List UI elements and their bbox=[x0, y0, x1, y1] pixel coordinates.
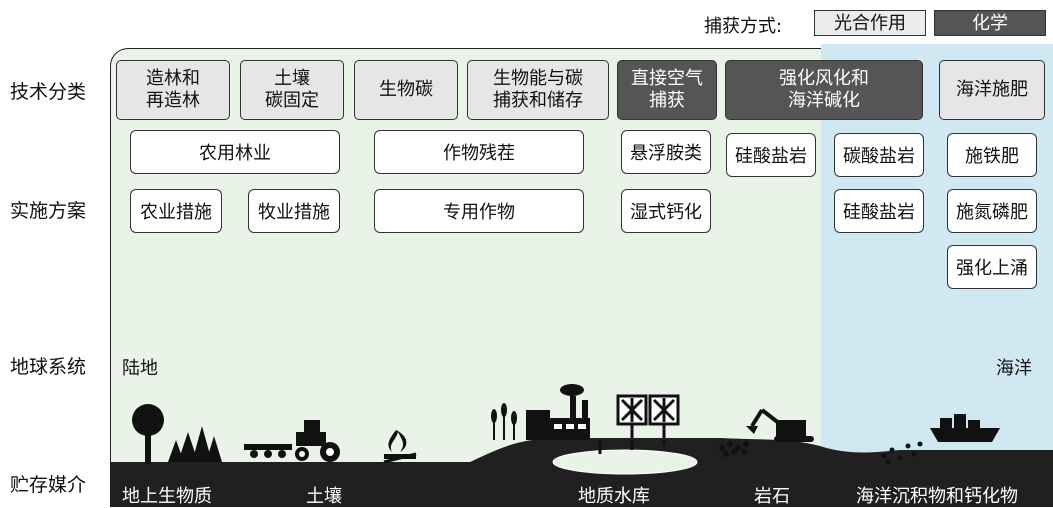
ship-icon bbox=[930, 414, 1000, 442]
tech-enhanced-weathering: 强化风化和 海洋碱化 bbox=[725, 60, 923, 120]
crop-icon bbox=[491, 403, 517, 440]
plan-suspended-amines: 悬浮胺类 bbox=[621, 130, 711, 174]
plan-crop-residue: 作物残茬 bbox=[374, 130, 584, 174]
tree-icon bbox=[132, 404, 222, 464]
plan-agroforestry: 农用林业 bbox=[130, 130, 340, 174]
plan-silicate-ocean: 硅酸盐岩 bbox=[834, 189, 924, 233]
plan-pasture: 牧业措施 bbox=[248, 189, 340, 233]
tech-biochar: 生物碳 bbox=[354, 60, 458, 120]
row-label-tech: 技术分类 bbox=[10, 81, 87, 103]
sediment-icon bbox=[881, 441, 923, 465]
plan-carbonate: 碳酸盐岩 bbox=[834, 133, 924, 177]
row-label-plan: 实施方案 bbox=[10, 200, 87, 222]
excavator-icon bbox=[746, 408, 814, 442]
tech-direct-air-capture: 直接空气 捕获 bbox=[617, 60, 717, 120]
capture-legend-label: 捕获方式: bbox=[704, 16, 783, 37]
plan-iron-fertilization: 施铁肥 bbox=[947, 133, 1037, 177]
geologic-reservoir bbox=[552, 449, 698, 475]
fire-icon bbox=[383, 430, 417, 464]
storage-ocean-sediment: 海洋沉积物和钙化物 bbox=[856, 486, 1018, 507]
air-capture-fan-icon bbox=[616, 394, 680, 450]
legend-photosynthesis: 光合作用 bbox=[814, 10, 926, 36]
plan-energy-crops: 专用作物 bbox=[374, 189, 584, 233]
row-label-earth: 地球系统 bbox=[10, 356, 87, 378]
region-ocean: 海洋 bbox=[996, 358, 1032, 379]
storage-rock: 岩石 bbox=[754, 486, 790, 507]
storage-soil: 土壤 bbox=[306, 486, 342, 507]
plan-agriculture: 农业措施 bbox=[130, 189, 222, 233]
tractor-icon bbox=[244, 420, 340, 462]
region-land: 陆地 bbox=[122, 358, 158, 379]
plan-nitrogen-phosphorus: 施氮磷肥 bbox=[947, 189, 1037, 233]
rock-pile-icon bbox=[719, 441, 749, 457]
storage-geologic-reservoir: 地质水库 bbox=[578, 486, 650, 507]
plan-wet-calcination: 湿式钙化 bbox=[621, 189, 711, 233]
ground-strip bbox=[110, 438, 1053, 507]
tech-afforestation: 造林和 再造林 bbox=[116, 60, 230, 120]
plan-silicate-land: 硅酸盐岩 bbox=[726, 133, 816, 177]
plan-enhanced-upwelling: 强化上涌 bbox=[947, 245, 1037, 289]
tech-soil-carbon: 土壤 碳固定 bbox=[240, 60, 344, 120]
tech-ocean-fertilization: 海洋施肥 bbox=[939, 60, 1045, 120]
storage-aboveground-biomass: 地上生物质 bbox=[122, 486, 212, 507]
factory-icon bbox=[526, 384, 602, 454]
row-label-storage: 贮存媒介 bbox=[10, 474, 87, 496]
land-panel bbox=[110, 48, 822, 488]
tech-beccs: 生物能与碳 捕获和储存 bbox=[467, 60, 609, 120]
legend-chemistry: 化学 bbox=[934, 10, 1046, 36]
